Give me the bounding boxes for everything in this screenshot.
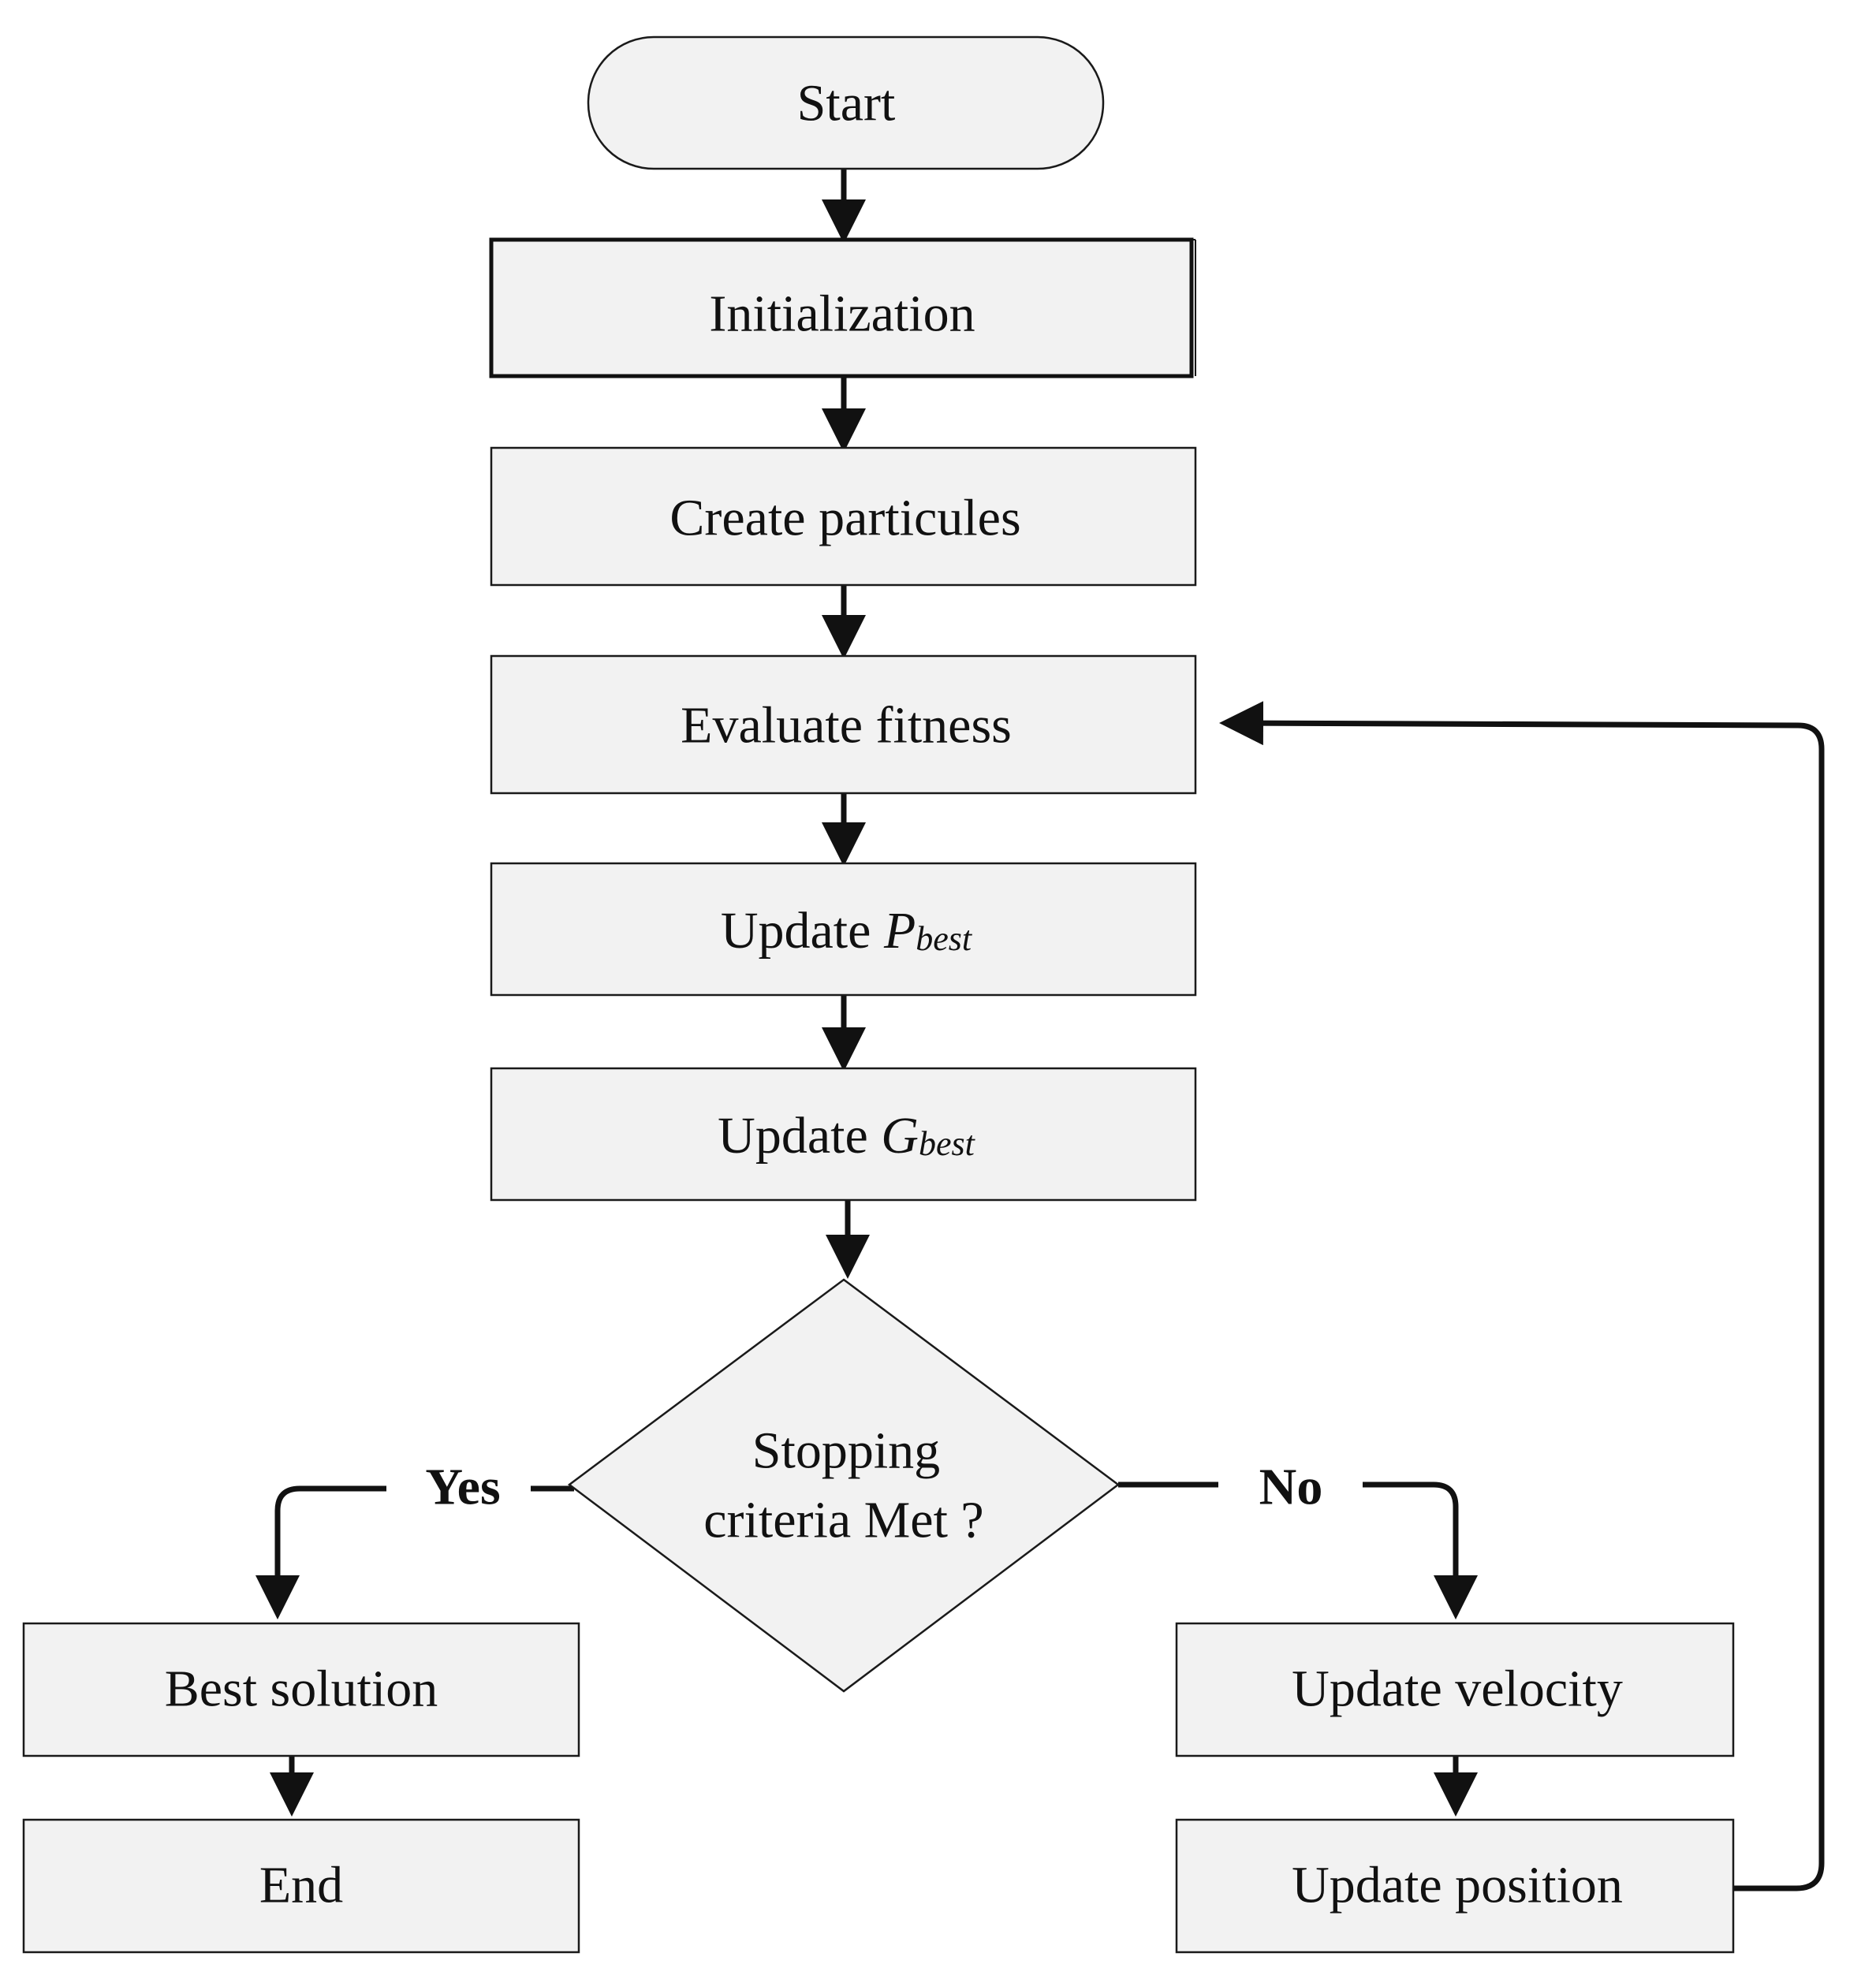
arrow-loop-position-to-evaluate [1219,701,1825,1891]
stopping-criteria-decision: Stopping criteria Met ? [567,1278,1121,1693]
decision-line-2: criteria Met ? [703,1492,983,1549]
update-velocity-node: Update velocity [1175,1622,1735,1757]
update-gbest-node: Update Gbest [490,1067,1197,1202]
evaluate-fitness-label: Evaluate fitness [681,697,1012,755]
best-solution-label: Best solution [165,1660,438,1718]
update-pbest-prefix: Update [721,902,884,960]
end-node: End [22,1818,580,1954]
update-velocity-label: Update velocity [1292,1660,1623,1718]
update-pbest-sub: best [916,919,973,958]
update-pbest-var: P [883,902,916,960]
update-gbest-label: Update Gbest [718,1107,975,1165]
update-gbest-sub: best [919,1124,976,1163]
arrow-yes-branch-a [255,1485,386,1619]
edge-label-no: No [1259,1459,1323,1516]
edge-label-yes: Yes [425,1459,500,1516]
update-gbest-prefix: Update [718,1107,881,1165]
initialization-label: Initialization [709,285,975,343]
evaluate-fitness-node: Evaluate fitness [490,654,1197,795]
initialization-node: Initialization [489,237,1196,378]
start-node: Start [587,35,1105,170]
update-position-node: Update position [1175,1818,1735,1954]
create-particules-label: Create particules [669,490,1020,547]
update-position-label: Update position [1292,1857,1623,1914]
update-pbest-label: Update Pbest [721,902,973,960]
decision-line-1: Stopping [752,1422,940,1480]
create-particules-node: Create particules [490,446,1197,587]
arrow-no-branch-b [1363,1481,1478,1619]
start-label: Start [797,75,896,132]
best-solution-node: Best solution [22,1622,580,1757]
update-gbest-var: G [881,1107,919,1165]
end-label: End [259,1857,343,1914]
update-pbest-node: Update Pbest [490,862,1197,997]
connectors [255,167,1825,1891]
